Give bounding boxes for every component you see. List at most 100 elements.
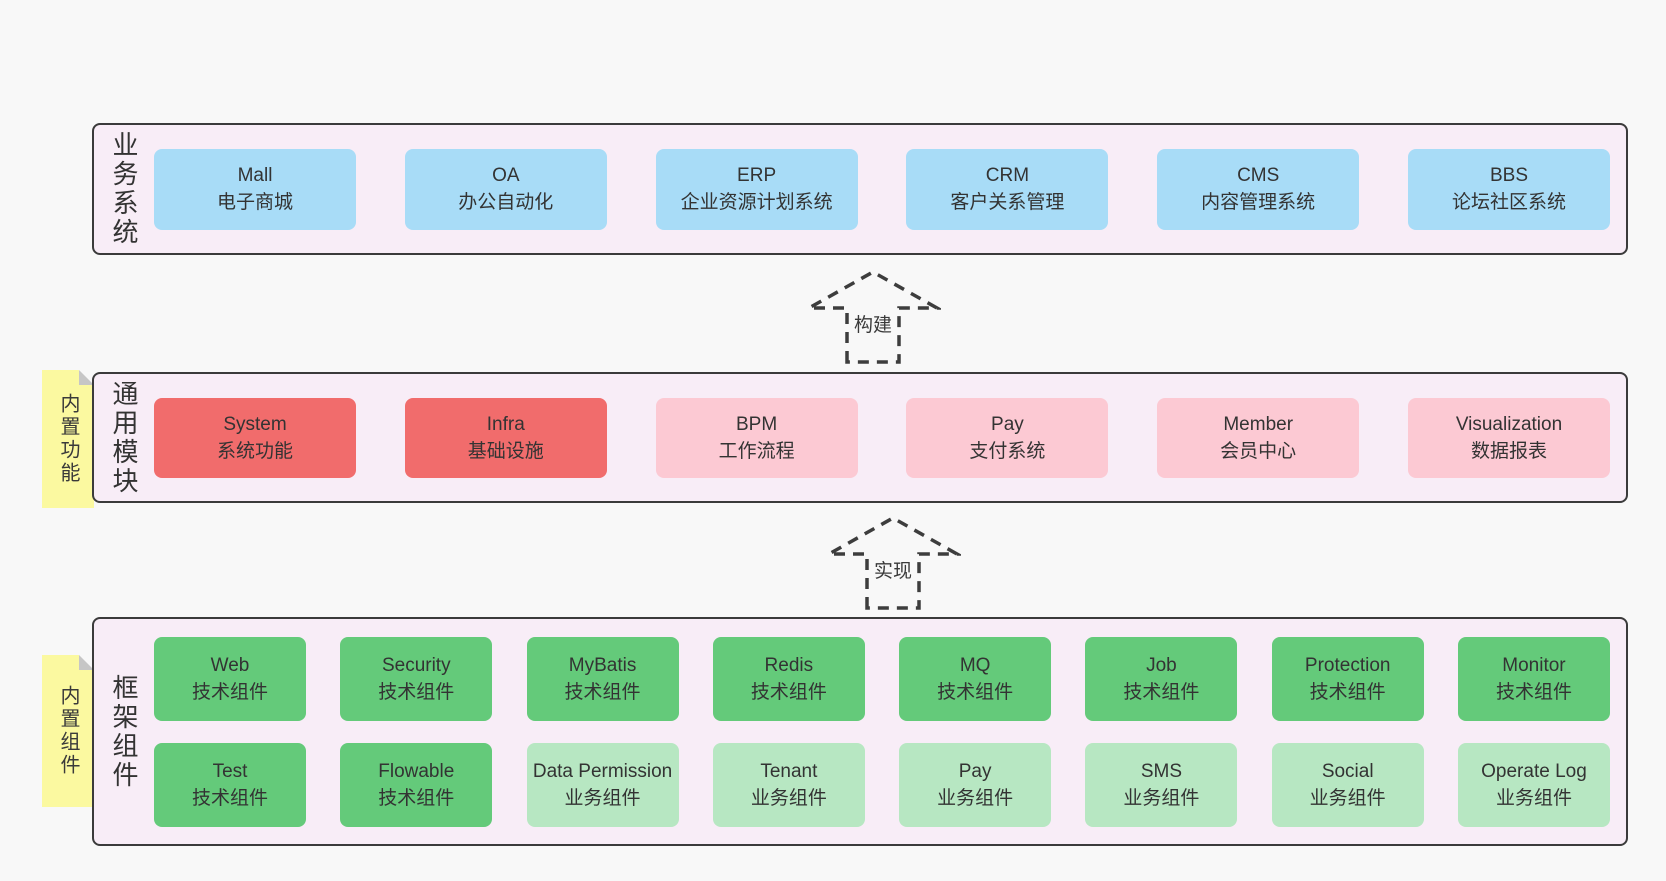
component-subtitle: 技术组件 (191, 681, 268, 703)
module-box-pay: Pay 支付系统 (906, 397, 1109, 478)
component-box-monitor: Monitor 技术组件 (1457, 636, 1610, 721)
component-box-redis: Redis 技术组件 (712, 636, 865, 721)
module-subtitle: 基础设施 (467, 440, 544, 462)
dashed-up-arrow-icon (805, 269, 941, 364)
component-title: Pay (958, 760, 992, 782)
component-title: Test (212, 760, 248, 782)
component-box-web: Web 技术组件 (154, 636, 306, 721)
band-side-label: 框架组件 (94, 619, 154, 844)
component-title: Security (381, 654, 451, 676)
arrow-label: 构建 (850, 310, 896, 337)
component-box-job: Job 技术组件 (1085, 636, 1238, 721)
band-common-modules: 通用模块 System 系统功能 Infra 基础设施 BPM 工作流程 Pay (92, 372, 1628, 503)
module-subtitle: 数据报表 (1470, 440, 1547, 462)
band-content: Web 技术组件 Security 技术组件 MyBatis 技术组件 Redi… (154, 619, 1626, 844)
module-subtitle: 办公自动化 (458, 192, 554, 213)
band-side-label-text: 通用模块 (109, 379, 139, 496)
component-box-tenant: Tenant 业务组件 (712, 742, 865, 827)
component-title: Redis (764, 654, 814, 676)
component-subtitle: 业务组件 (1309, 787, 1386, 809)
band-content: System 系统功能 Infra 基础设施 BPM 工作流程 Pay 支付系统… (154, 374, 1626, 501)
component-subtitle: 技术组件 (564, 681, 641, 703)
component-title: Flowable (378, 760, 455, 782)
module-title: Member (1223, 413, 1294, 435)
component-subtitle: 技术组件 (378, 681, 455, 703)
module-subtitle: 客户关系管理 (950, 192, 1065, 213)
component-box-operate-log: Operate Log 业务组件 (1457, 742, 1610, 827)
module-title: ERP (737, 165, 777, 186)
module-title: System (223, 413, 287, 435)
component-title: MQ (959, 654, 991, 676)
component-subtitle: 业务组件 (937, 787, 1014, 809)
band-row: Mall 电子商城 OA 办公自动化 ERP 企业资源计划系统 CRM 客户关系… (154, 148, 1610, 230)
module-box-erp: ERP 企业资源计划系统 (655, 148, 858, 230)
component-title: Monitor (1502, 654, 1566, 676)
component-box-social: Social 业务组件 (1271, 742, 1424, 827)
module-title: Infra (486, 413, 525, 435)
sticky-note-builtin-features: 内置功能 (42, 370, 94, 508)
component-subtitle: 技术组件 (1495, 681, 1572, 703)
module-title: OA (492, 165, 520, 186)
band-content: Mall 电子商城 OA 办公自动化 ERP 企业资源计划系统 CRM 客户关系… (154, 125, 1626, 253)
component-title: Social (1321, 760, 1374, 782)
component-subtitle: 技术组件 (1123, 681, 1200, 703)
module-box-infra: Infra 基础设施 (404, 397, 607, 478)
component-box-test: Test 技术组件 (154, 742, 306, 827)
module-subtitle: 工作流程 (718, 440, 795, 462)
component-subtitle: 技术组件 (378, 787, 455, 809)
module-subtitle: 电子商城 (216, 192, 293, 213)
component-box-security: Security 技术组件 (340, 636, 493, 721)
dashed-up-arrow-icon (825, 515, 961, 610)
component-subtitle: 技术组件 (937, 681, 1014, 703)
module-title: CMS (1237, 165, 1280, 186)
module-box-bpm: BPM 工作流程 (655, 397, 858, 478)
module-box-member: Member 会员中心 (1157, 397, 1360, 478)
arrow-build: 构建 (805, 268, 941, 366)
module-box-mall: Mall 电子商城 (154, 148, 356, 230)
band-business-systems: 业务系统 Mall 电子商城 OA 办公自动化 ERP 企业资源计划系统 CRM (92, 123, 1628, 255)
component-subtitle: 技术组件 (1309, 681, 1386, 703)
component-box-data-permission: Data Permission 业务组件 (526, 742, 679, 827)
band-framework-components: 框架组件 Web 技术组件 Security 技术组件 MyBatis 技术组件… (92, 617, 1628, 846)
component-title: Job (1146, 654, 1177, 676)
module-subtitle: 支付系统 (969, 440, 1046, 462)
arrow-implement: 实现 (825, 514, 961, 612)
band-side-label: 通用模块 (94, 374, 154, 501)
component-subtitle: 业务组件 (1495, 787, 1572, 809)
component-title: Operate Log (1481, 760, 1587, 782)
component-subtitle: 技术组件 (191, 787, 268, 809)
sticky-note-builtin-components: 内置组件 (42, 655, 94, 807)
component-title: Tenant (760, 760, 818, 782)
module-box-oa: OA 办公自动化 (404, 148, 607, 230)
band-side-label-text: 业务系统 (109, 131, 139, 247)
component-title: Data Permission (532, 760, 673, 782)
component-box-flowable: Flowable 技术组件 (340, 742, 493, 827)
module-title: Mall (237, 165, 273, 186)
band-row: Test 技术组件 Flowable 技术组件 Data Permission … (154, 742, 1610, 827)
component-subtitle: 业务组件 (564, 787, 641, 809)
module-subtitle: 系统功能 (216, 440, 293, 462)
component-box-sms: SMS 业务组件 (1085, 742, 1238, 827)
module-subtitle: 企业资源计划系统 (680, 192, 833, 213)
module-subtitle: 内容管理系统 (1201, 192, 1316, 213)
note-text: 内置功能 (57, 393, 79, 485)
module-box-system: System 系统功能 (154, 397, 356, 478)
component-box-protection: Protection 技术组件 (1271, 636, 1424, 721)
component-title: SMS (1140, 760, 1182, 782)
component-title: Protection (1304, 654, 1391, 676)
arrow-label: 实现 (870, 556, 916, 583)
component-title: Web (210, 654, 250, 676)
component-box-mybatis: MyBatis 技术组件 (526, 636, 679, 721)
component-subtitle: 业务组件 (1123, 787, 1200, 809)
component-subtitle: 技术组件 (750, 681, 827, 703)
module-box-crm: CRM 客户关系管理 (906, 148, 1109, 230)
module-box-cms: CMS 内容管理系统 (1157, 148, 1360, 230)
component-subtitle: 业务组件 (750, 787, 827, 809)
note-text: 内置组件 (57, 685, 79, 777)
component-title: MyBatis (568, 654, 637, 676)
module-subtitle: 论坛社区系统 (1451, 192, 1566, 213)
module-title: CRM (985, 165, 1030, 186)
module-title: Visualization (1455, 413, 1563, 435)
band-side-label-text: 框架组件 (109, 673, 139, 790)
